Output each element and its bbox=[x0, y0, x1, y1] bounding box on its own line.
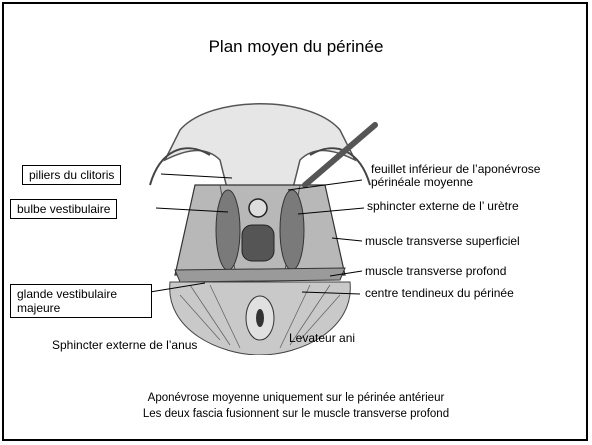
label-line: périnéale moyenne bbox=[371, 176, 540, 189]
label-piliers-du-clitoris: piliers du clitoris bbox=[22, 165, 121, 185]
footer-line-2: Les deux fascia fusionnent sur le muscle… bbox=[0, 408, 592, 420]
label-text: piliers du clitoris bbox=[29, 168, 114, 182]
label-feuillet-inferieur: feuillet inférieur de l’aponévrose périn… bbox=[371, 163, 540, 189]
label-sphincter-anus: Sphincter externe de l’anus bbox=[52, 339, 197, 352]
label-centre-tendineux: centre tendineux du périnée bbox=[365, 287, 514, 300]
label-bulbe-vestibulaire: bulbe vestibulaire bbox=[10, 199, 117, 219]
label-text: bulbe vestibulaire bbox=[17, 202, 110, 216]
label-text: glande vestibulaire bbox=[17, 287, 145, 301]
label-sphincter-uretre: sphincter externe de l’ urètre bbox=[367, 200, 519, 213]
label-transverse-profond: muscle transverse profond bbox=[365, 265, 506, 278]
label-glande-vestibulaire-majeure: glande vestibulaire majeure bbox=[10, 284, 152, 318]
label-transverse-superficiel: muscle transverse superficiel bbox=[365, 235, 520, 248]
label-levateur-ani: Levateur ani bbox=[289, 332, 355, 345]
footer-line-1: Aponévrose moyenne uniquement sur le pér… bbox=[0, 392, 592, 404]
label-text: majeure bbox=[17, 301, 145, 315]
